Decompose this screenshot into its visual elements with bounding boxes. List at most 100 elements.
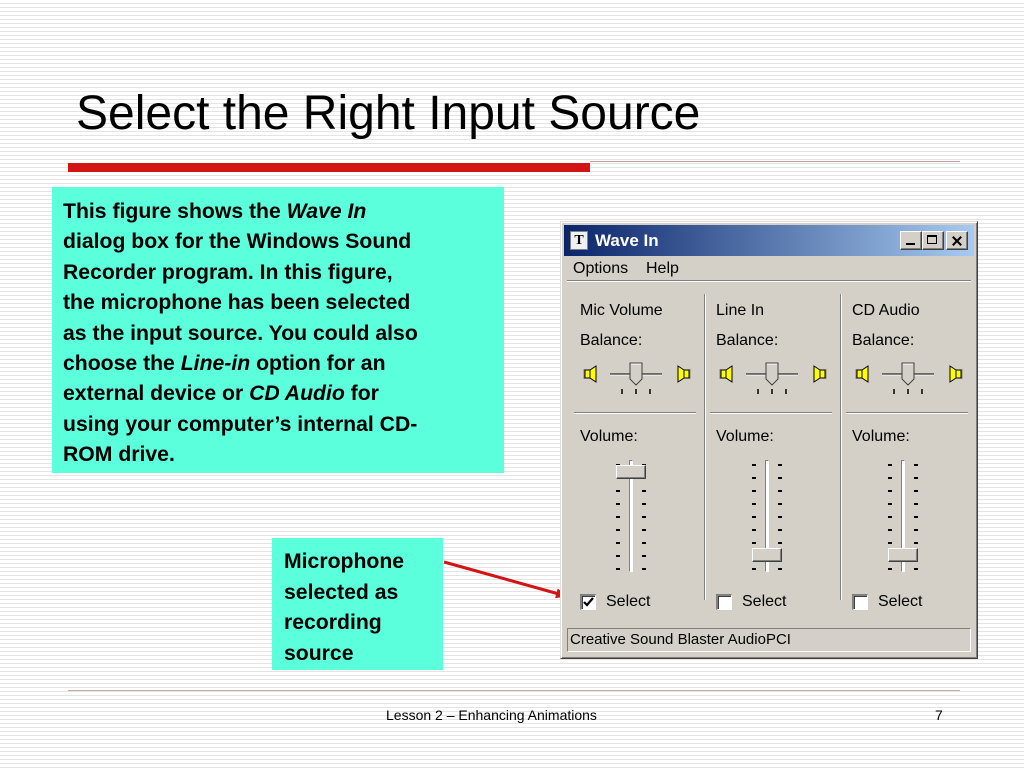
speaker-right-icon: [672, 364, 692, 384]
balance-label: Balance:: [716, 332, 779, 349]
description-line: Recorder program. In this figure,: [63, 258, 494, 288]
volume-thumb[interactable]: [888, 548, 918, 562]
volume-tick: [752, 490, 756, 492]
volume-tick: [888, 477, 892, 479]
select-checkbox[interactable]: [852, 594, 868, 610]
title-underline-rule: [590, 161, 960, 162]
volume-tick: [616, 555, 620, 557]
maximize-button[interactable]: [922, 231, 944, 250]
volume-tick: [616, 568, 620, 570]
description-text: the microphone has been selected: [63, 291, 411, 315]
volume-tick: [778, 542, 782, 544]
volume-tick: [914, 477, 918, 479]
select-label: Select: [742, 593, 787, 610]
description-text: using your computer’s internal CD-: [63, 412, 418, 436]
volume-tick: [752, 516, 756, 518]
description-text: for: [344, 382, 379, 406]
dialog-title: Wave In: [595, 231, 659, 250]
select-label: Select: [606, 593, 651, 610]
description-text: ROM drive.: [63, 443, 175, 467]
volume-slider[interactable]: [602, 460, 660, 572]
volume-tick: [642, 542, 646, 544]
volume-thumb[interactable]: [616, 465, 646, 479]
description-line: external device or CD Audio for: [63, 379, 494, 409]
select-checkbox[interactable]: [580, 594, 596, 610]
balance-slider[interactable]: [746, 361, 798, 397]
volume-tick: [642, 555, 646, 557]
volume-tick: [616, 542, 620, 544]
description-text: choose the: [63, 352, 181, 376]
volume-tick: [914, 568, 918, 570]
volume-tick: [914, 542, 918, 544]
column-divider: [704, 294, 706, 600]
volume-tick: [778, 464, 782, 466]
volume-label: Volume:: [580, 428, 638, 445]
speaker-right-icon: [808, 364, 828, 384]
description-emphasis: Wave In: [286, 200, 367, 223]
menu-help[interactable]: Help: [646, 260, 679, 277]
description-emphasis: Line-in: [180, 352, 251, 376]
description-text: as the input source. You could also: [63, 321, 418, 345]
balance-label: Balance:: [852, 332, 915, 349]
volume-tick: [914, 464, 918, 466]
volume-tick: [914, 529, 918, 531]
volume-tick: [888, 542, 892, 544]
callout-line: recording: [284, 611, 382, 634]
description-line: choose the Line-in option for an: [63, 349, 494, 379]
description-line: as the input source. You could also: [63, 319, 494, 349]
description-text: This figure shows the: [63, 200, 287, 223]
volume-tick: [778, 516, 782, 518]
column-title: Line In: [716, 302, 765, 319]
volume-tick: [888, 568, 892, 570]
column-separator: [846, 412, 968, 414]
volume-tick: [752, 568, 756, 570]
slide-title: Select the Right Input Source: [76, 87, 701, 140]
speaker-left-icon: [582, 364, 602, 384]
balance-slider[interactable]: [610, 361, 662, 397]
volume-tick: [752, 464, 756, 466]
description-text: Recorder program. In this figure,: [63, 260, 393, 284]
speaker-left-icon: [718, 364, 738, 384]
volume-tick: [752, 542, 756, 544]
volume-tick: [642, 529, 646, 531]
callout-line: Microphone: [284, 550, 405, 573]
select-checkbox[interactable]: [716, 594, 732, 610]
volume-tick: [616, 529, 620, 531]
volume-tick: [888, 490, 892, 492]
description-text: external device or: [63, 382, 250, 406]
volume-slider[interactable]: [874, 460, 932, 572]
column-divider: [840, 294, 842, 600]
balance-label: Balance:: [580, 332, 643, 349]
close-button[interactable]: [946, 231, 968, 250]
balance-slider[interactable]: [882, 361, 934, 397]
volume-tick: [642, 490, 646, 492]
status-bar: Creative Sound Blaster AudioPCI: [567, 628, 971, 652]
volume-slider[interactable]: [738, 460, 796, 572]
minimize-button[interactable]: [900, 231, 922, 250]
column-separator: [710, 412, 832, 414]
volume-tick: [778, 503, 782, 505]
page-number: 7: [935, 707, 943, 723]
volume-tick: [888, 516, 892, 518]
callout-line: selected as: [284, 580, 399, 604]
footer-text: Lesson 2 – Enhancing Animations: [386, 707, 597, 723]
dialog-titlebar[interactable]: T Wave In: [564, 225, 974, 256]
volume-tick: [914, 516, 918, 518]
description-line: dialog box for the Windows Sound: [63, 227, 494, 257]
menu-options[interactable]: Options: [573, 260, 629, 277]
checkmark-icon: [583, 597, 594, 607]
volume-tick: [752, 529, 756, 531]
volume-thumb[interactable]: [752, 548, 782, 562]
description-line: This figure shows the Wave In: [63, 197, 494, 227]
description-text: option for an: [250, 352, 386, 376]
description-emphasis: CD Audio: [249, 382, 345, 406]
app-icon[interactable]: T: [570, 231, 588, 250]
volume-tick: [778, 490, 782, 492]
volume-tick: [914, 490, 918, 492]
speaker-right-icon: [944, 364, 964, 384]
volume-tick: [616, 503, 620, 505]
